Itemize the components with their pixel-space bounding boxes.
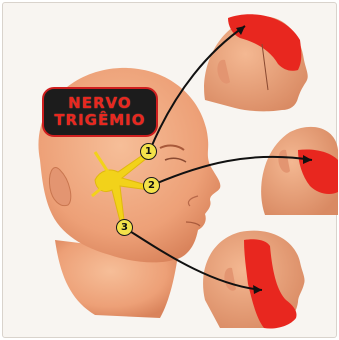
title-line-1: NERVO — [68, 95, 131, 112]
title-line-2: TRIGÊMIO — [54, 112, 145, 129]
head-ophthalmic — [204, 14, 308, 111]
branch-badge-3: 3 — [116, 219, 133, 236]
head-maxillary — [261, 127, 338, 215]
nerve-title-label: NERVO TRIGÊMIO — [42, 87, 158, 137]
branch-badge-1: 1 — [140, 143, 157, 160]
branch-badge-2: 2 — [143, 177, 160, 194]
